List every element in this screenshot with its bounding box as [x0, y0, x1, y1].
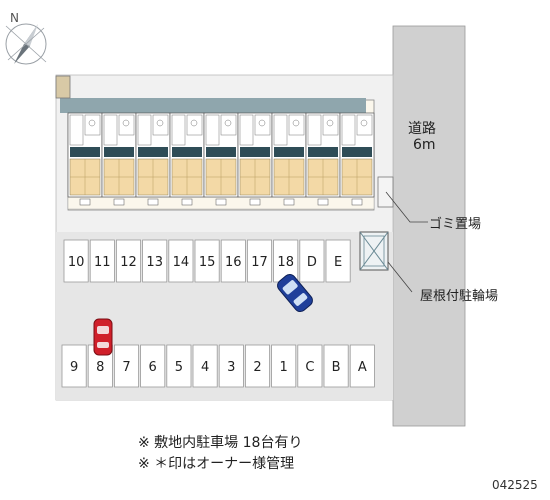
bicycle-leader-line: [387, 261, 413, 293]
property-code: 042525: [492, 478, 538, 492]
apartment-unit: [339, 112, 375, 206]
parking-slot-number: 13: [146, 255, 163, 270]
parking-space-bottom: 1: [271, 344, 297, 388]
parking-slot-number: 3: [227, 360, 235, 375]
parking-space-bottom: C: [297, 344, 323, 388]
parking-space-top: 11: [89, 239, 115, 283]
parking-space-top: E: [325, 239, 351, 283]
apartment-unit: [305, 112, 341, 206]
parking-slot-number: 8: [96, 360, 104, 375]
parking-space-bottom: B: [323, 344, 349, 388]
garbage-label: ゴミ置場: [429, 217, 482, 232]
parking-slot-number: 11: [94, 255, 111, 270]
apartment-unit: [237, 112, 273, 206]
parking-space-bottom: 7: [114, 344, 140, 388]
parking-slot-number: C: [305, 360, 314, 375]
parking-space-top: D: [299, 239, 325, 283]
red-car-icon: [93, 318, 113, 356]
parking-space-bottom: 6: [140, 344, 166, 388]
road: [392, 25, 466, 427]
parking-space-top: 14: [168, 239, 194, 283]
north-compass-icon: N: [5, 11, 47, 65]
apartment-unit: [67, 112, 103, 206]
bicycle-shed: [359, 231, 389, 271]
apartment-unit: [169, 112, 205, 206]
owner-managed-note: ※ ＊印はオーナー様管理: [138, 456, 295, 472]
parking-space-top: 15: [194, 239, 220, 283]
parking-slot-number: 15: [199, 255, 216, 270]
parking-slot-number: 18: [277, 255, 294, 270]
parking-count-note: ※ 敷地内駐車場 18台有り: [138, 435, 303, 451]
road-width-label: 6m: [413, 137, 436, 153]
bicycle-parking-label: 屋根付駐輪場: [420, 289, 499, 304]
parking-slot-number: 12: [120, 255, 137, 270]
corridor: [60, 98, 366, 113]
parking-slot-number: 2: [253, 360, 261, 375]
garbage-leader-line: [385, 191, 428, 223]
apartment-unit: [271, 112, 307, 206]
parking-slot-number: 10: [68, 255, 85, 270]
north-label: N: [10, 11, 19, 25]
parking-slot-number: 9: [70, 360, 78, 375]
parking-space-top: 12: [116, 239, 142, 283]
parking-space-bottom: A: [349, 344, 375, 388]
meter-box: [55, 75, 71, 99]
apartment-unit: [203, 112, 239, 206]
apartment-unit: [135, 112, 171, 206]
parking-slot-number: A: [358, 360, 367, 375]
garbage-station: [377, 176, 394, 208]
parking-space-top: 13: [142, 239, 168, 283]
parking-space-top: 10: [63, 239, 89, 283]
parking-slot-number: 14: [173, 255, 190, 270]
parking-space-bottom: 5: [166, 344, 192, 388]
parking-space-bottom: 9: [61, 344, 87, 388]
parking-slot-number: B: [332, 360, 341, 375]
parking-space-top: 17: [246, 239, 272, 283]
parking-slot-number: 17: [251, 255, 268, 270]
parking-space-bottom: 3: [218, 344, 244, 388]
parking-slot-number: 4: [201, 360, 209, 375]
road-label: 道路: [408, 121, 436, 137]
parking-space-bottom: 4: [192, 344, 218, 388]
parking-slot-number: 6: [149, 360, 157, 375]
apartment-unit: [101, 112, 137, 206]
parking-slot-number: 16: [225, 255, 242, 270]
parking-slot-number: 5: [175, 360, 183, 375]
parking-space-bottom: 2: [244, 344, 270, 388]
parking-slot-number: E: [334, 255, 342, 270]
parking-space-top: 16: [220, 239, 246, 283]
parking-slot-number: D: [307, 255, 317, 270]
parking-slot-number: 7: [122, 360, 130, 375]
parking-slot-number: 1: [280, 360, 288, 375]
blue-car-icon: [277, 273, 313, 313]
parking-space-top: 18: [273, 239, 299, 283]
